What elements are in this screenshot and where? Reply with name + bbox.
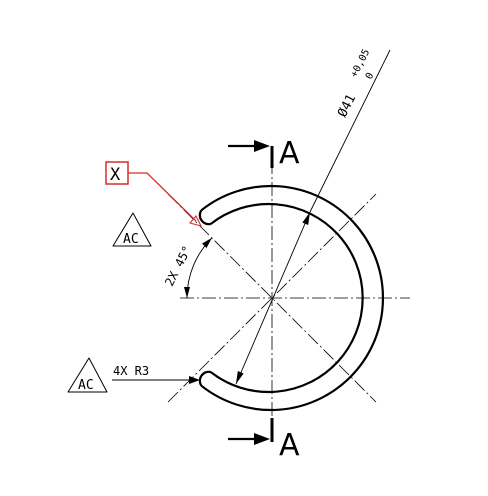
section-label-top: A xyxy=(279,136,300,171)
finish-triangle-top xyxy=(112,212,152,247)
section-marker-top: A xyxy=(228,136,300,171)
diameter-dimension xyxy=(235,49,391,385)
finish-label-bottom: AC xyxy=(78,378,94,393)
section-arrow-head-top xyxy=(254,140,270,152)
top-end-cap xyxy=(198,209,211,226)
inner-arc xyxy=(210,202,364,394)
diameter-value: Ø41 xyxy=(335,92,359,120)
angle-arc xyxy=(186,237,213,299)
finish-symbol-bottom: AC xyxy=(67,357,108,393)
radius-value: 4X R3 xyxy=(113,364,149,378)
finish-triangle-bottom xyxy=(67,357,108,393)
datum-callout: X xyxy=(105,161,203,227)
angle-arrow-end xyxy=(202,237,212,248)
section-label-bottom: A xyxy=(279,428,300,463)
finish-label-top: AC xyxy=(123,232,139,247)
angle-dimension xyxy=(184,237,213,299)
snap-ring-outline xyxy=(198,184,384,412)
angle-arrow-start xyxy=(184,287,190,298)
radius-arrow xyxy=(189,376,200,384)
datum-arrow xyxy=(189,215,203,227)
angle-value: 2X 45° xyxy=(162,243,194,288)
datum-label: X xyxy=(110,165,121,185)
section-marker-bottom: A xyxy=(228,418,300,463)
diameter-tolerance-lower: 0 xyxy=(364,71,377,81)
bottom-end-cap xyxy=(198,370,211,387)
section-arrow-head-bottom xyxy=(254,433,270,445)
diameter-arrow-top xyxy=(302,212,310,225)
diameter-leader xyxy=(309,49,391,213)
diagonal-centerline-2 xyxy=(167,193,377,403)
radius-callout xyxy=(112,376,200,384)
diagonal-centerline-1 xyxy=(167,193,377,403)
finish-symbol-top: AC xyxy=(112,212,152,247)
centerlines xyxy=(167,160,410,440)
diameter-arrow-bottom xyxy=(236,371,244,384)
outer-arc xyxy=(200,184,384,412)
diameter-dimension-line xyxy=(235,211,311,385)
datum-leader xyxy=(128,172,197,222)
